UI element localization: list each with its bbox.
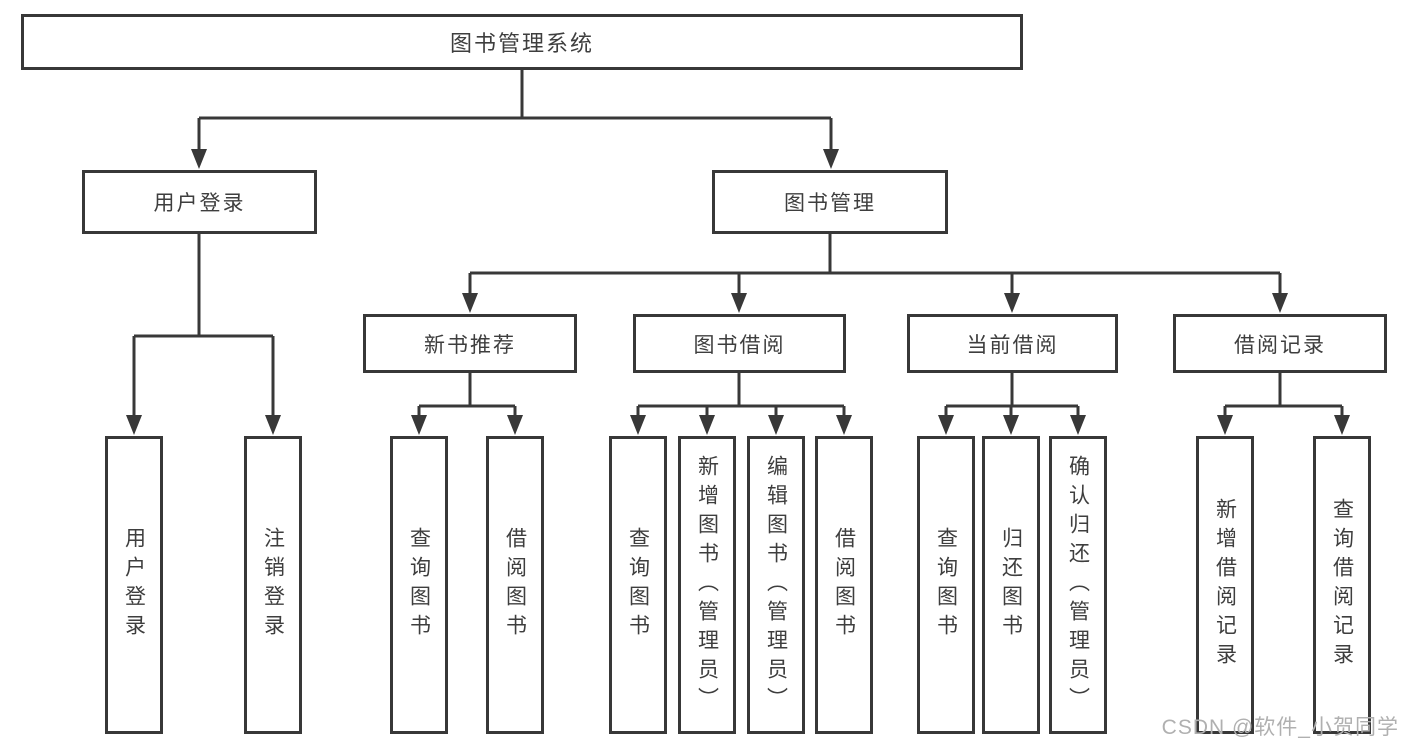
node-book-borrowing: 图书借阅 — [633, 314, 846, 373]
leaf-query-books-borrowing: 查询图书 — [609, 436, 667, 734]
node-label: 图书管理 — [784, 192, 876, 215]
leaf-borrow-books-recommend: 借阅图书 — [486, 436, 544, 734]
leaf-query-books-current: 查询图书 — [917, 436, 975, 734]
leaf-return-book: 归还图书 — [982, 436, 1040, 734]
leaf-logout: 注销登录 — [244, 436, 302, 734]
node-current-borrowing: 当前借阅 — [907, 314, 1118, 373]
node-label: 图书管理系统 — [449, 31, 594, 56]
leaf-user-login: 用户登录 — [105, 436, 163, 734]
leaf-add-borrow-record: 新增借阅记录 — [1196, 436, 1254, 734]
node-borrowing-records: 借阅记录 — [1173, 314, 1387, 373]
leaf-query-books-recommend: 查询图书 — [390, 436, 448, 734]
node-label: 查询图书 — [626, 527, 650, 643]
node-label: 用户登录 — [122, 527, 146, 643]
node-label: 查询图书 — [407, 527, 431, 643]
node-label: 归还图书 — [999, 527, 1023, 643]
node-label: 借阅图书 — [503, 527, 527, 643]
node-label: 借阅记录 — [1234, 333, 1326, 357]
node-label: 查询图书 — [934, 527, 958, 643]
node-book-management-branch: 图书管理 — [712, 170, 948, 234]
leaf-add-book-admin: 新增图书（管理员） — [678, 436, 736, 734]
node-label: 当前借阅 — [966, 333, 1059, 357]
leaf-query-borrow-record: 查询借阅记录 — [1313, 436, 1371, 734]
leaf-borrow-books: 借阅图书 — [815, 436, 873, 734]
node-label: 图书借阅 — [693, 333, 786, 357]
leaf-confirm-return-admin: 确认归还（管理员） — [1049, 436, 1107, 734]
node-label: 注销登录 — [261, 527, 285, 643]
node-label: 确认归还（管理员） — [1066, 454, 1090, 716]
node-label: 新增借阅记录 — [1213, 498, 1237, 672]
node-label: 新书推荐 — [424, 333, 516, 357]
node-label: 新增图书（管理员） — [695, 454, 719, 716]
node-new-book-recommendation: 新书推荐 — [363, 314, 577, 373]
csdn-watermark: CSDN @软件_小贺同学 — [1161, 716, 1399, 739]
node-label: 查询借阅记录 — [1330, 498, 1354, 672]
node-library-management-system: 图书管理系统 — [21, 14, 1023, 70]
leaf-edit-book-admin: 编辑图书（管理员） — [747, 436, 805, 734]
node-label: 借阅图书 — [832, 527, 856, 643]
node-label: 用户登录 — [153, 192, 246, 215]
node-label: 编辑图书（管理员） — [764, 454, 788, 716]
arrowheads — [126, 149, 1350, 435]
node-user-login-branch: 用户登录 — [82, 170, 317, 234]
